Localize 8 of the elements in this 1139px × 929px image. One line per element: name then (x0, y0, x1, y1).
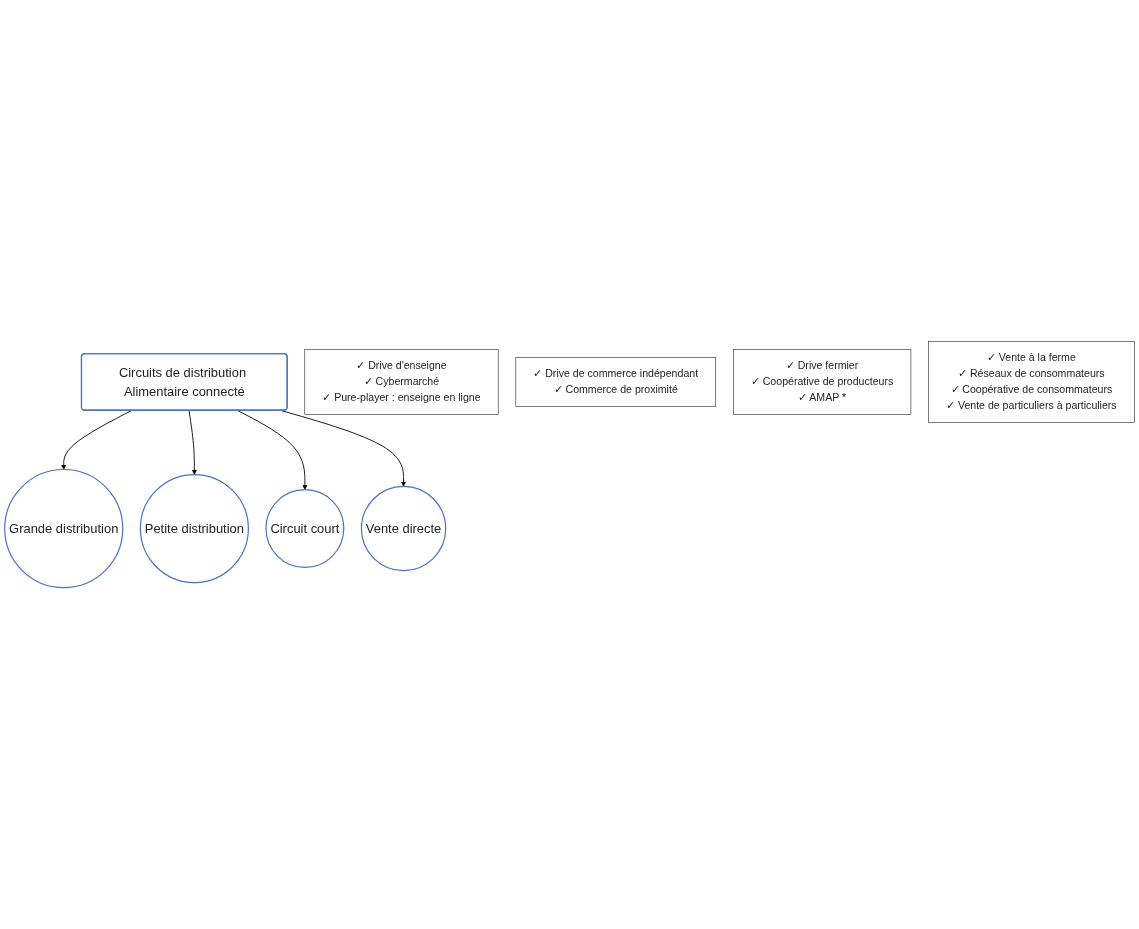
node-box: ✓ Drive de commerce indépendant ✓ Commerce de proximité (515, 357, 716, 407)
node-circle: Petite distribution (139, 473, 249, 584)
node-box: ✓ Drive fermier ✓ Coopérative de producteurs ✓ AMAP * (733, 349, 912, 415)
node-circle: Grande distribution (4, 468, 124, 589)
node-circle: Circuit court (265, 489, 345, 569)
node-box: ✓ Drive d'enseigne ✓ Cybermarché ✓ Pure-player : enseigne en ligne (304, 349, 499, 415)
node-box: ✓ Vente à la ferme ✓ Réseaux de consommateurs ✓ Coopérative de consommateurs ✓ Vente de particuliers à particuliers (928, 341, 1135, 423)
node-circle: Vente directe (360, 485, 447, 572)
